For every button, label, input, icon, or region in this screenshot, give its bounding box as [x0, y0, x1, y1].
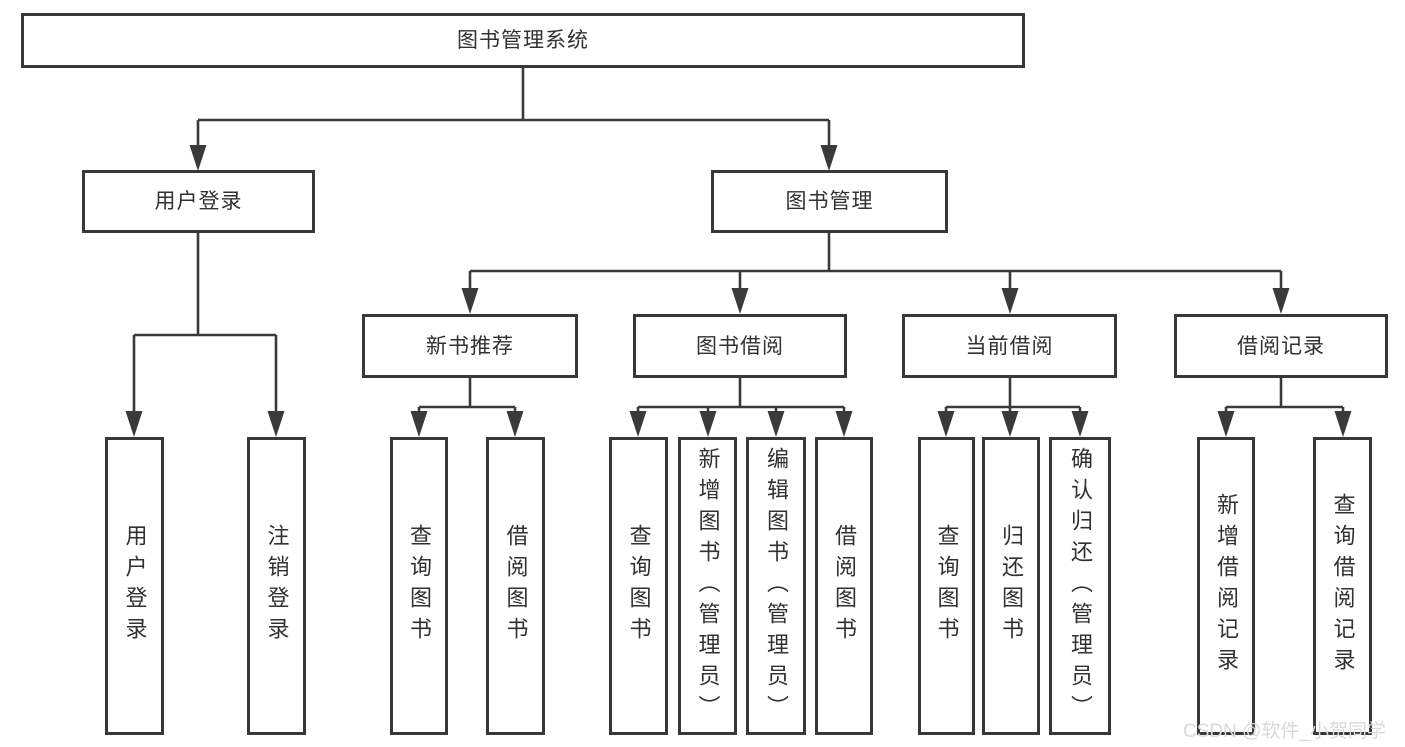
node-label: 新书推荐: [426, 334, 514, 358]
leaf-logout: 注销登录: [247, 437, 306, 735]
node-label: 注销登录: [264, 524, 290, 648]
leaf-add-borrow-record: 新增借阅记录: [1197, 437, 1255, 735]
node-label: 归还图书: [999, 524, 1024, 648]
leaf-query-book-current: 查询图书: [918, 437, 975, 735]
leaf-query-borrow-record: 查询借阅记录: [1313, 437, 1372, 735]
node-label: 查询图书: [934, 524, 960, 648]
node-label: 编辑图书（管理员）: [764, 446, 789, 726]
connector-root-to-level2: [189, 68, 838, 171]
node-label: 图书管理系统: [457, 29, 589, 52]
connector-book-borrow-children: [629, 378, 853, 437]
node-label: 当前借阅: [965, 334, 1054, 358]
node-current-borrow: 当前借阅: [902, 314, 1117, 378]
connector-current-borrow-children: [937, 378, 1089, 437]
node-label: 借阅图书: [503, 524, 529, 648]
node-label: 借阅图书: [832, 524, 857, 648]
node-label: 查询图书: [626, 524, 652, 648]
node-library-management-system: 图书管理系统: [21, 13, 1025, 68]
leaf-borrow-book: 借阅图书: [815, 437, 873, 735]
node-borrow-record: 借阅记录: [1174, 314, 1388, 378]
connector-new-book-children: [410, 378, 524, 437]
leaf-query-book-borrow: 查询图书: [609, 437, 668, 735]
leaf-query-book-recommend: 查询图书: [390, 437, 448, 735]
node-label: 用户登录: [154, 190, 243, 213]
leaf-return-book: 归还图书: [982, 437, 1040, 735]
node-label: 新增图书（管理员）: [695, 446, 721, 726]
node-book-borrow: 图书借阅: [633, 314, 847, 378]
node-label: 图书借阅: [696, 334, 784, 358]
node-label: 图书管理: [785, 190, 874, 213]
node-label: 查询图书: [407, 524, 432, 648]
leaf-borrow-book-recommend: 借阅图书: [486, 437, 545, 735]
node-label: 确认归还（管理员）: [1068, 446, 1093, 726]
connector-user-login-children: [125, 233, 285, 437]
node-label: 用户登录: [122, 524, 148, 648]
csdn-watermark: CSDN @软件_小贺同学: [1183, 721, 1386, 742]
leaf-add-book-admin: 新增图书（管理员）: [678, 437, 737, 735]
node-user-login: 用户登录: [82, 170, 315, 233]
node-label: 借阅记录: [1237, 334, 1325, 358]
leaf-confirm-return-admin: 确认归还（管理员）: [1049, 437, 1111, 735]
node-book-management: 图书管理: [711, 170, 948, 233]
connector-book-management-children: [461, 233, 1290, 314]
node-label: 查询借阅记录: [1330, 493, 1356, 679]
leaf-edit-book-admin: 编辑图书（管理员）: [746, 437, 806, 735]
connector-borrow-record-children: [1217, 378, 1352, 437]
leaf-user-login: 用户登录: [105, 437, 164, 735]
node-new-book-recommend: 新书推荐: [362, 314, 578, 378]
node-label: 新增借阅记录: [1214, 493, 1239, 679]
